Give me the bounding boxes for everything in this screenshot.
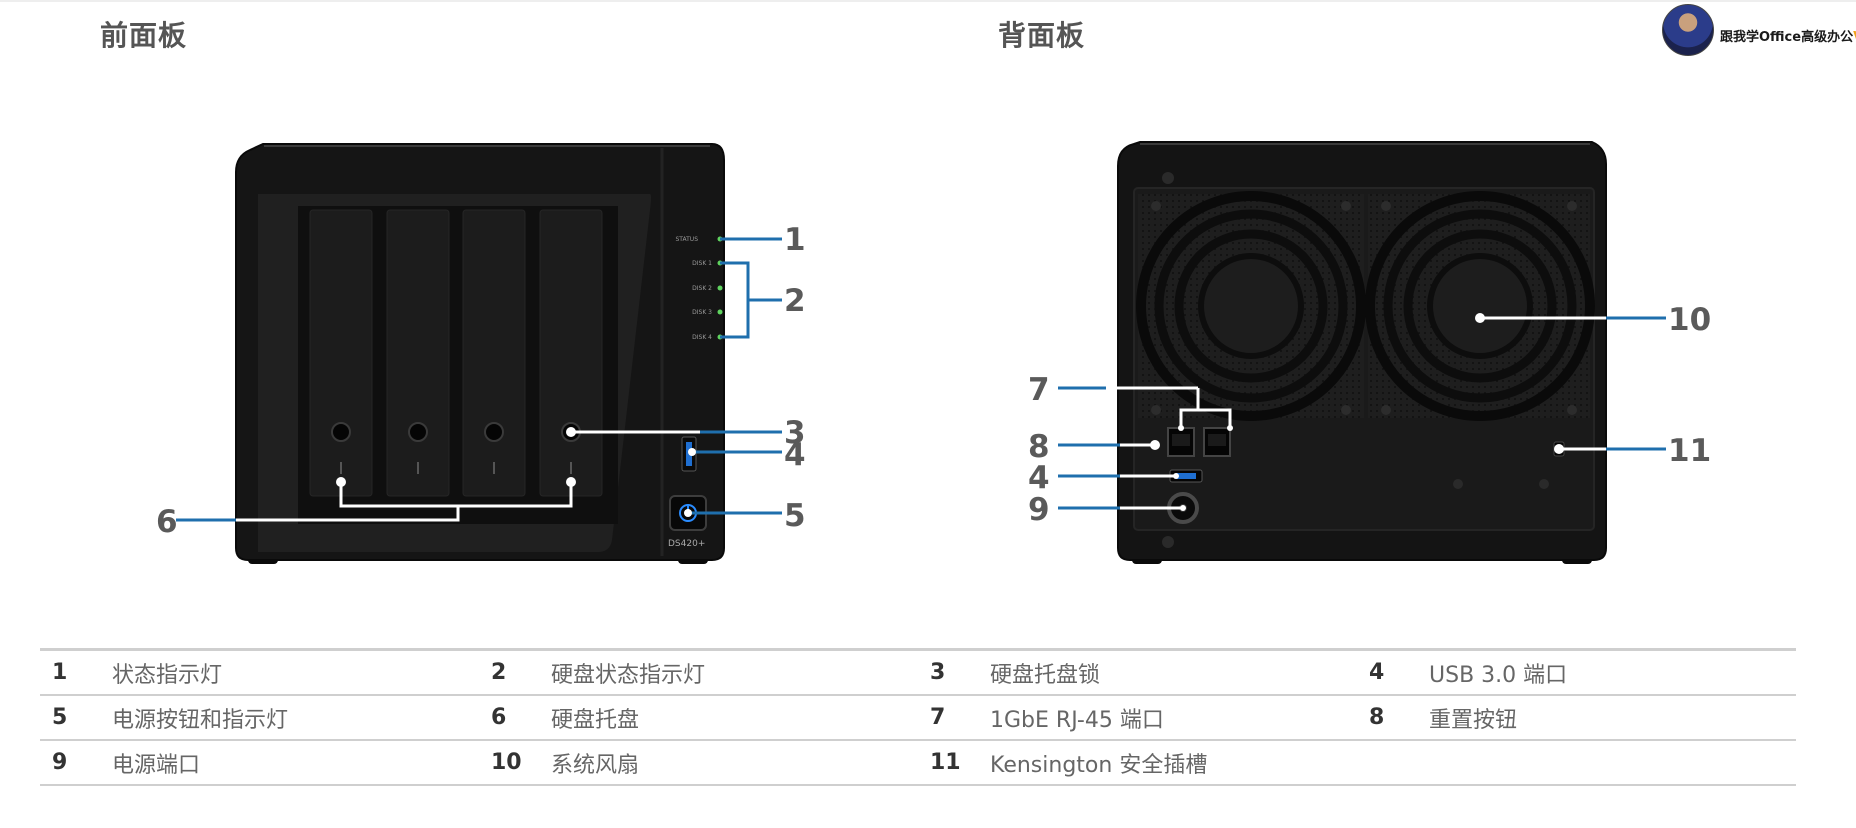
drive-tray[interactable] bbox=[309, 209, 373, 497]
led-label-disk4: DISK 4 bbox=[692, 334, 712, 341]
legend-label: Kensington 安全插槽 bbox=[990, 740, 1357, 786]
legend-number: 10 bbox=[479, 740, 551, 786]
back-panel-title: 背面板 bbox=[998, 19, 1086, 52]
drive-tray[interactable] bbox=[386, 209, 450, 497]
tray-led bbox=[493, 462, 495, 474]
legend-label bbox=[1429, 740, 1796, 786]
legend-label: 1GbE RJ-45 端口 bbox=[990, 695, 1357, 741]
led-label-disk2: DISK 2 bbox=[692, 285, 712, 292]
back-leader-lines bbox=[1058, 316, 1666, 510]
legend-number: 9 bbox=[40, 740, 112, 786]
led-label-status: STATUS bbox=[675, 236, 698, 243]
led-label-disk1: DISK 1 bbox=[692, 260, 712, 267]
callout-dot-6a bbox=[336, 477, 346, 487]
callout-dot-11 bbox=[1554, 444, 1564, 454]
tray-led bbox=[570, 462, 572, 474]
callout-2: 2 bbox=[784, 283, 806, 319]
usb-insert-icon bbox=[1176, 473, 1196, 479]
legend-label: 状态指示灯 bbox=[112, 649, 479, 696]
legend-label: 系统风扇 bbox=[551, 740, 918, 786]
leader-line-7-bracket bbox=[1179, 408, 1232, 428]
legend-label: 硬盘托盘锁 bbox=[990, 649, 1357, 696]
legend-table: 1 状态指示灯 2 硬盘状态指示灯 3 硬盘托盘锁 4 USB 3.0 端口 5… bbox=[40, 648, 1796, 786]
tray-lock-icon[interactable] bbox=[484, 422, 504, 442]
callout-7: 7 bbox=[1028, 372, 1050, 408]
system-fan-right bbox=[1365, 191, 1595, 421]
callout-dot-4b bbox=[1173, 473, 1179, 479]
led-label-disk3: DISK 3 bbox=[692, 309, 712, 316]
callout-5: 5 bbox=[784, 498, 806, 534]
legend-row: 5 电源按钮和指示灯 6 硬盘托盘 7 1GbE RJ-45 端口 8 重置按钮 bbox=[40, 695, 1796, 741]
system-fan-left bbox=[1136, 191, 1366, 421]
leader-line-6-inner bbox=[236, 506, 460, 522]
callout-9: 9 bbox=[1028, 492, 1050, 528]
legend-number: 2 bbox=[479, 649, 551, 696]
disk2-led bbox=[717, 285, 723, 291]
front-leader-lines bbox=[176, 237, 782, 522]
legend-number: 8 bbox=[1357, 695, 1429, 741]
disk3-led bbox=[717, 309, 723, 315]
tray-led bbox=[340, 462, 342, 474]
callout-10: 10 bbox=[1668, 302, 1711, 338]
screw bbox=[1162, 172, 1174, 184]
callout-dot-5 bbox=[684, 509, 692, 517]
front-device: STATUS DISK 1 DISK 2 DISK 3 DISK 4 DS420… bbox=[235, 143, 725, 564]
legend-label: USB 3.0 端口 bbox=[1429, 649, 1796, 696]
watermark-text: 跟我学Office高级办公V bbox=[1720, 26, 1856, 45]
front-white-leaders bbox=[236, 430, 700, 522]
top-divider bbox=[0, 0, 1856, 2]
callout-1: 1 bbox=[784, 222, 806, 258]
callout-8: 8 bbox=[1028, 429, 1050, 465]
callout-dot-3 bbox=[566, 427, 576, 437]
leader-line-6-bracket bbox=[339, 482, 573, 508]
watermark: 跟我学Office高级办公V bbox=[1660, 2, 1856, 58]
callout-dot-6b bbox=[566, 477, 576, 487]
drive-tray[interactable] bbox=[539, 209, 603, 497]
back-white-leaders bbox=[1106, 316, 1606, 510]
legend-number: 1 bbox=[40, 649, 112, 696]
callout-dot-7b bbox=[1227, 425, 1233, 431]
legend-label: 硬盘状态指示灯 bbox=[551, 649, 918, 696]
screw bbox=[1162, 536, 1174, 548]
legend-label: 硬盘托盘 bbox=[551, 695, 918, 741]
legend-number: 3 bbox=[918, 649, 990, 696]
back-device bbox=[1117, 141, 1607, 564]
legend-row: 1 状态指示灯 2 硬盘状态指示灯 3 硬盘托盘锁 4 USB 3.0 端口 bbox=[40, 649, 1796, 696]
screw bbox=[1453, 479, 1463, 489]
callout-6: 6 bbox=[156, 504, 178, 540]
screw bbox=[1539, 479, 1549, 489]
user-avatar-icon bbox=[1662, 4, 1714, 56]
legend-number: 11 bbox=[918, 740, 990, 786]
tray-led bbox=[417, 462, 419, 474]
legend-label: 电源端口 bbox=[112, 740, 479, 786]
legend-row: 9 电源端口 10 系统风扇 11 Kensington 安全插槽 bbox=[40, 740, 1796, 786]
drive-tray[interactable] bbox=[462, 209, 526, 497]
tray-lock-icon[interactable] bbox=[331, 422, 351, 442]
legend-number bbox=[1357, 740, 1429, 786]
lan-port-icon bbox=[1208, 434, 1226, 446]
lan-port-icon bbox=[1172, 434, 1190, 446]
model-label: DS420+ bbox=[668, 539, 705, 549]
watermark-accent: V bbox=[1853, 30, 1856, 45]
callout-dot-10 bbox=[1475, 313, 1485, 323]
callout-4: 4 bbox=[784, 437, 806, 473]
callout-dot-7a bbox=[1178, 425, 1184, 431]
callout-4-back: 4 bbox=[1028, 460, 1050, 496]
callout-dot-9 bbox=[1180, 505, 1186, 511]
legend-number: 4 bbox=[1357, 649, 1429, 696]
legend-number: 5 bbox=[40, 695, 112, 741]
callout-11: 11 bbox=[1668, 433, 1711, 469]
legend-number: 6 bbox=[479, 695, 551, 741]
tray-lock-icon[interactable] bbox=[408, 422, 428, 442]
legend-label: 重置按钮 bbox=[1429, 695, 1796, 741]
legend-number: 7 bbox=[918, 695, 990, 741]
callout-dot-8 bbox=[1150, 440, 1160, 450]
legend-label: 电源按钮和指示灯 bbox=[112, 695, 479, 741]
callout-3: 3 bbox=[784, 415, 806, 451]
callout-dot-4 bbox=[688, 448, 696, 456]
front-panel-title: 前面板 bbox=[100, 19, 188, 52]
